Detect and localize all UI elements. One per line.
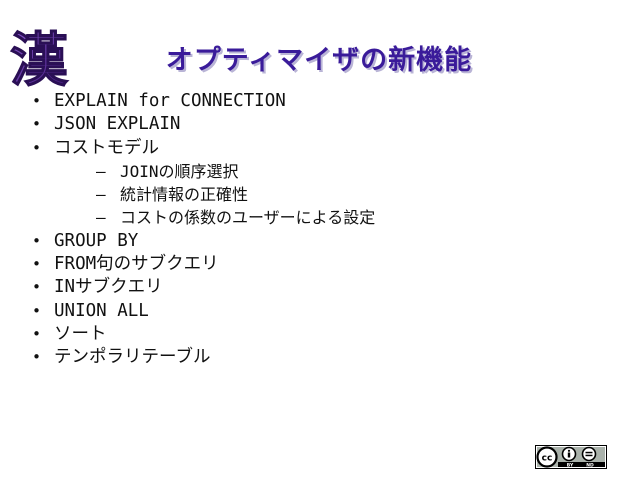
list-item-text: JSON EXPLAIN: [54, 114, 181, 135]
list-item-text: FROM句のサブクエリ: [54, 254, 219, 275]
bullet-marker: •: [32, 92, 42, 110]
sub-list-item-text: 統計情報の正確性: [120, 185, 249, 205]
bullet-marker: •: [32, 348, 42, 367]
list-item-text: コストモデル: [54, 137, 159, 158]
bullet-marker: •: [32, 278, 42, 297]
bullet-marker: •: [32, 255, 42, 274]
list-item-text: テンポラリテーブル: [54, 347, 211, 368]
dash-marker: –: [96, 208, 106, 228]
creative-commons-license-badge: cc BY ND: [535, 445, 607, 469]
list-item: • INサブクエリ: [30, 276, 620, 299]
bullet-marker: •: [32, 115, 42, 134]
bullet-marker: •: [32, 301, 42, 320]
no-derivatives-icon: [581, 446, 597, 462]
bullet-marker: •: [32, 324, 42, 343]
sub-list-item-text: JOINの順序選択: [120, 161, 239, 181]
sub-list-item: – コストの係数のユーザーによる設定: [30, 206, 620, 229]
by-label: BY: [567, 462, 574, 468]
dash-marker: –: [96, 161, 106, 181]
bullet-marker: •: [32, 138, 42, 157]
list-item: • ソート: [30, 323, 620, 346]
cc-icon: cc: [536, 446, 558, 468]
list-item: • UNION ALL: [30, 300, 620, 323]
list-item-text: UNION ALL: [54, 300, 149, 321]
list-item: • FROM句のサブクエリ: [30, 253, 620, 276]
slide-title: オプティマイザの新機能: [165, 45, 473, 76]
svg-text:cc: cc: [542, 454, 553, 464]
attribution-icon: [561, 446, 577, 462]
list-item-text: GROUP BY: [54, 230, 139, 251]
list-item: • GROUP BY: [30, 230, 620, 253]
bullet-marker: •: [32, 231, 42, 250]
list-item: • コストモデル: [30, 137, 620, 160]
list-item: • テンポラリテーブル: [30, 346, 620, 369]
kanji-logo-icon: 漢: [9, 25, 69, 92]
svg-text:漢: 漢: [10, 26, 69, 92]
list-item-text: ソート: [54, 323, 107, 344]
sub-list-item: – JOINの順序選択: [30, 160, 620, 183]
dash-marker: –: [96, 185, 106, 205]
list-item: • EXPLAIN for CONNECTION: [30, 90, 620, 113]
list-item-text: EXPLAIN for CONNECTION: [54, 91, 286, 111]
nd-label: ND: [586, 462, 594, 468]
sub-list-item-text: コストの係数のユーザーによる設定: [120, 208, 376, 228]
list-item-text: INサブクエリ: [54, 277, 163, 298]
bullet-list: • EXPLAIN for CONNECTION • JSON EXPLAIN …: [30, 90, 620, 370]
list-item: • JSON EXPLAIN: [30, 113, 620, 136]
sub-list-item: – 統計情報の正確性: [30, 183, 620, 206]
